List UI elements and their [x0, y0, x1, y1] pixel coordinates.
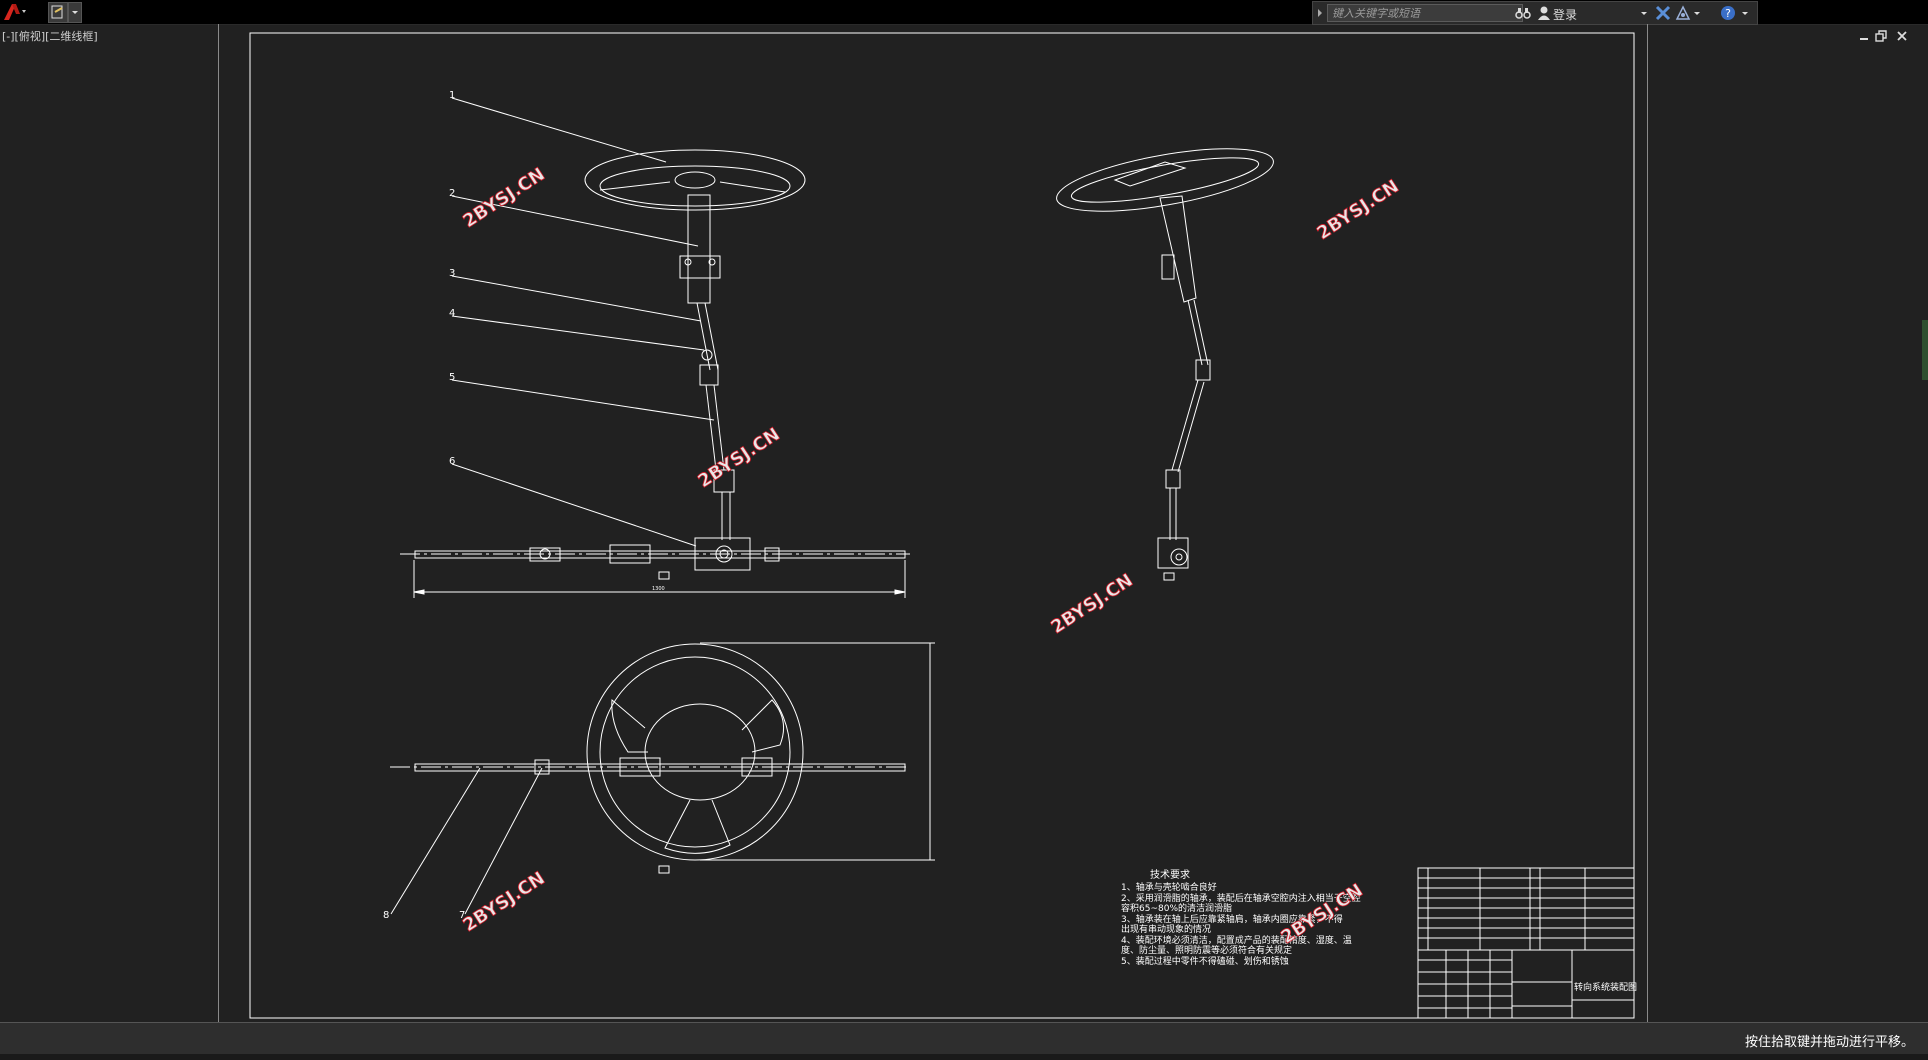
chevron-down-icon — [72, 11, 78, 14]
part-number-1: 1 — [449, 90, 455, 101]
restore-icon[interactable] — [1875, 30, 1887, 42]
autocad-logo-icon[interactable] — [2, 2, 28, 22]
status-bar: 按住拾取键并拖动进行平移。 — [0, 1022, 1928, 1055]
tech-title: 技术要求 — [1150, 868, 1190, 881]
tech-line: 容积65~80%的清洁润滑脂 — [1121, 902, 1232, 914]
chevron-down-icon[interactable] — [1741, 5, 1749, 21]
part-number-7: 7 — [459, 910, 465, 921]
watermark: 2BYSJ.CN — [694, 424, 783, 492]
login-label[interactable]: 登录 — [1553, 8, 1578, 22]
technical-requirements: 技术要求 1、轴承与壳轮啮合良好 2、采用润滑脂的轴承，装配后在轴承空腔内注入相… — [1121, 868, 1361, 967]
title-block-name: 转向系统装配图 — [1574, 981, 1637, 993]
drawing-canvas[interactable]: 1 2 3 4 5 6 7 8 1300 技术要求 1、轴承与壳轮啮合良好 2、… — [0, 0, 1928, 1022]
dimension-label: 1300 — [652, 586, 665, 592]
part-number-labels: 1 2 3 4 5 6 7 8 1300 — [383, 90, 665, 921]
expand-arrow-icon[interactable] — [1315, 4, 1325, 22]
tech-line: 2、采用润滑脂的轴承，装配后在轴承空腔内注入相当于空腔 — [1121, 892, 1361, 904]
part-number-8: 8 — [383, 910, 389, 921]
layout-sheet-border — [218, 24, 1648, 1024]
part-number-4: 4 — [449, 308, 455, 319]
svg-text:?: ? — [1725, 7, 1731, 20]
user-icon[interactable] — [1537, 5, 1551, 21]
watermark: 2BYSJ.CN — [1313, 176, 1402, 244]
part-number-2: 2 — [449, 188, 455, 199]
watermarks: 2BYSJ.CN 2BYSJ.CN 2BYSJ.CN 2BYSJ.CN 2BYS… — [459, 163, 1403, 948]
help-icon[interactable]: ? — [1719, 4, 1737, 22]
front-view — [400, 149, 910, 598]
tech-line: 度、防尘量、照明防震等必须符合有关规定 — [1121, 944, 1292, 956]
watermark: 2BYSJ.CN — [459, 164, 548, 232]
binoculars-icon[interactable] — [1515, 5, 1531, 21]
tech-line: 出现有串动现象的情况 — [1121, 923, 1211, 935]
part-number-5: 5 — [449, 372, 455, 383]
exchange-apps-icon[interactable] — [1655, 5, 1671, 21]
autodesk-community-icon[interactable] — [1675, 5, 1691, 21]
minimize-icon[interactable] — [1858, 30, 1870, 42]
side-view — [1056, 148, 1274, 581]
leader-lines — [390, 97, 715, 915]
title-block — [1417, 867, 1635, 1019]
bottom-strip — [0, 1054, 1928, 1060]
document-edit-icon — [51, 5, 63, 19]
application-menu-bar: 登录 ? — [0, 0, 1928, 25]
chevron-down-icon[interactable] — [1639, 5, 1649, 21]
tech-line: 4、装配环境必须清洁，配置成产品的装配精度、湿度、温 — [1121, 934, 1352, 946]
tech-line: 1、轴承与壳轮啮合良好 — [1121, 881, 1217, 893]
status-message: 按住拾取键并拖动进行平移。 — [1744, 1035, 1914, 1050]
viewport-controls-label[interactable]: [-][俯视][二维线框] — [2, 30, 98, 43]
watermark: 2BYSJ.CN — [1047, 570, 1136, 638]
tech-line: 3、轴承装在轴上后应靠紧轴肩，轴承内圈应靠紧，不得 — [1121, 913, 1343, 925]
infocenter-toolbar: 登录 ? — [1312, 1, 1758, 25]
tech-line: 5、装配过程中零件不得磕碰、划伤和锈蚀 — [1121, 955, 1289, 967]
top-view — [390, 642, 935, 874]
search-input[interactable] — [1327, 4, 1523, 22]
drawing-frame — [249, 32, 1635, 1019]
close-icon[interactable] — [1896, 30, 1908, 42]
quick-access-dropdown[interactable] — [68, 2, 82, 23]
part-number-6: 6 — [449, 456, 455, 467]
scrollbar-thumb[interactable] — [1922, 320, 1928, 380]
watermark: 2BYSJ.CN — [459, 868, 548, 936]
chevron-down-icon[interactable] — [1693, 5, 1701, 21]
quick-access-button[interactable] — [48, 2, 68, 23]
part-number-3: 3 — [449, 268, 455, 279]
